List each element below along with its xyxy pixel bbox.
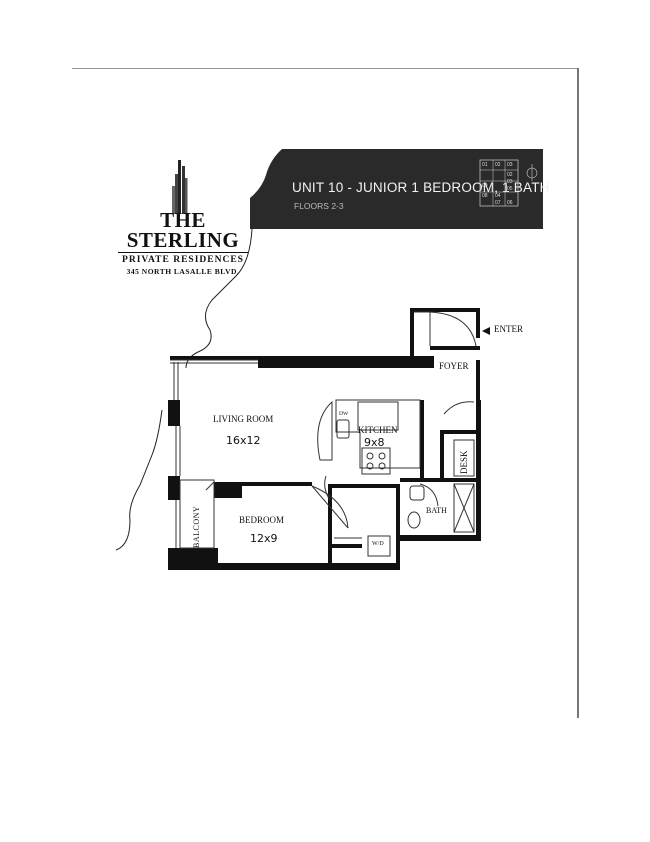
brand-address: 345 NORTH LASALLE BLVD. [126, 267, 240, 276]
keyplan-unit: 04 [495, 193, 501, 199]
unit-title: UNIT 10 - JUNIOR 1 BEDROOM, 1 BATH [292, 180, 550, 195]
brand-tagline: PRIVATE RESIDENCES [118, 252, 248, 265]
keyplan-unit: 03 [507, 162, 513, 168]
keyplan-unit: 09 [482, 183, 488, 189]
desk-label: DESK [459, 450, 469, 474]
page-edge-top [72, 68, 578, 69]
key-plan: 01 02 03 02 03 09 05 08 04 07 06 [476, 157, 540, 211]
floors-label: FLOORS [294, 201, 329, 211]
page-edge-right [577, 68, 579, 718]
floors-value: 2-3 [331, 201, 344, 211]
bedroom-size: 12x9 [250, 532, 278, 545]
enter-text: ENTER [494, 324, 523, 334]
keyplan-unit: 02 [495, 162, 501, 168]
keyplan-unit: 08 [482, 193, 488, 199]
balcony-label: BALCONY [192, 505, 201, 548]
building-logo [172, 160, 188, 214]
dishwasher-label: DW [339, 411, 349, 417]
keyplan-unit: 01 [482, 162, 488, 168]
washer-dryer-label: W/D [372, 541, 384, 547]
keyplan-unit: 07 [495, 200, 501, 206]
brand-block: THE STERLING PRIVATE RESIDENCES 345 NORT… [118, 158, 248, 276]
enter-arrow-icon [482, 327, 490, 335]
keyplan-unit: 06 [507, 200, 513, 206]
keyplan-unit: 02 [507, 172, 513, 178]
brand-name: THE STERLING [126, 208, 240, 252]
unit-floors: FLOORS 2-3 [294, 201, 344, 211]
living-room-label: LIVING ROOM [213, 414, 274, 424]
bath-label: BATH [426, 506, 447, 515]
keyplan-unit: 05 [507, 186, 513, 192]
foyer-label: FOYER [439, 361, 469, 371]
keyplan-unit: 03 [507, 179, 513, 185]
kitchen-size: 9x8 [364, 436, 385, 449]
bedroom-label: BEDROOM [239, 515, 285, 525]
living-room-size: 16x12 [226, 434, 261, 447]
kitchen-label: KITCHEN [358, 425, 398, 435]
enter-label: ENTER [494, 324, 523, 334]
